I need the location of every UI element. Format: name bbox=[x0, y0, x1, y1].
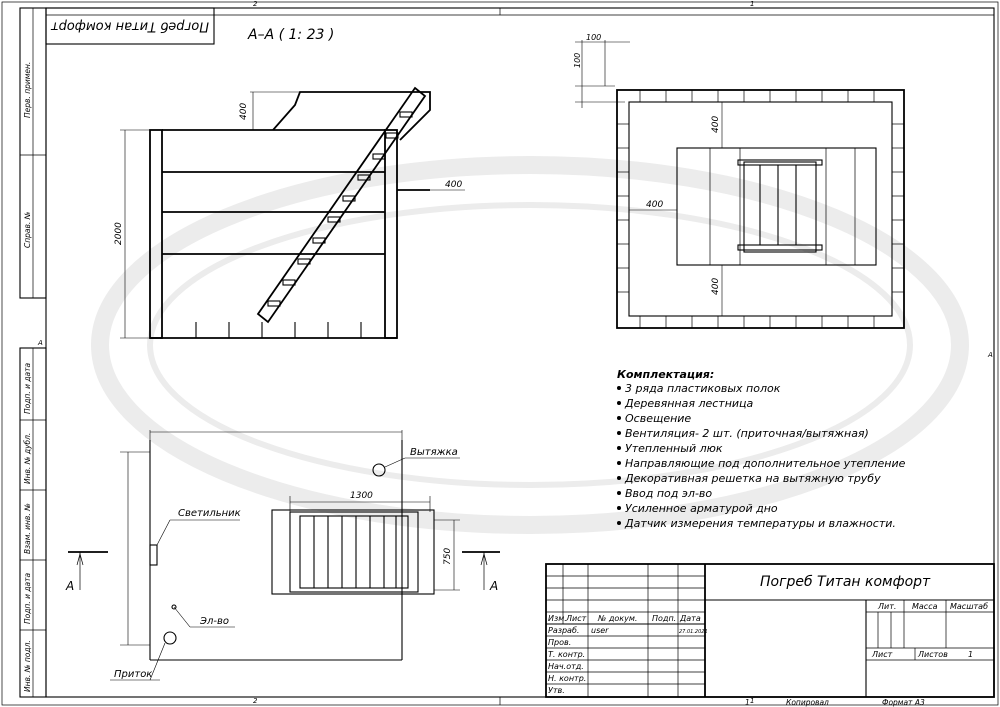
side-strip: Перв. примен. Справ. № Подп. и дата Инв.… bbox=[19, 7, 47, 698]
equipment-item: 3 ряда пластиковых полок bbox=[625, 382, 781, 395]
equipment-list: Комплектация: 3 ряда пластиковых полок Д… bbox=[617, 368, 906, 530]
strip-cell-perv-primen: Перв. примен. bbox=[23, 62, 32, 118]
row-utv: Утв. bbox=[548, 686, 565, 695]
callout-power: Эл-во bbox=[199, 616, 229, 627]
equipment-item: Деревянная лестница bbox=[624, 397, 754, 410]
row-developer-name: user bbox=[591, 626, 609, 635]
dim-plan-brick-h: 100 bbox=[573, 53, 582, 68]
strip-cell-podp-data-1: Подп. и дата bbox=[23, 363, 32, 414]
hatch bbox=[271, 509, 435, 595]
row-nachotd: Нач.отд. bbox=[548, 662, 584, 671]
footer-copied: Копировал bbox=[786, 698, 829, 707]
drawing-frame bbox=[45, 7, 995, 698]
zone-bottom-left: 2 bbox=[253, 697, 258, 705]
footer-sheet-no: 1 bbox=[745, 698, 750, 707]
ladder bbox=[256, 86, 427, 324]
dim-plan-left-gap: 400 bbox=[646, 200, 663, 210]
section-label: А–А ( 1: 23 ) bbox=[247, 27, 334, 43]
row-tkontr: Т. контр. bbox=[548, 650, 585, 659]
strip-cell-vzam-inv: Взам. инв. № bbox=[23, 503, 32, 554]
strip-cell-inv-podl: Инв. № подл. bbox=[23, 640, 32, 692]
top-view: 1300 750 А А Вытяжка Светильник Эл-во Пр… bbox=[65, 430, 500, 681]
title-block: Изм. Лист № докум. Подп. Дата Разраб. us… bbox=[545, 563, 995, 698]
mirrored-name-box bbox=[45, 7, 215, 45]
equipment-item: Ввод под эл-во bbox=[625, 487, 712, 500]
equipment-item: Усиленное арматурой дно bbox=[625, 502, 778, 515]
col-sign: Подп. bbox=[652, 614, 676, 623]
equipment-item: Датчик измерения температуры и влажности… bbox=[624, 517, 896, 530]
lit-label: Лит. bbox=[877, 602, 896, 611]
equipment-item: Освещение bbox=[625, 412, 691, 425]
row-nkontr: Н. контр. bbox=[548, 674, 586, 683]
dim-top-view-width: 750 bbox=[443, 548, 453, 565]
equipment-item: Декоративная решетка на вытяжную трубу bbox=[624, 472, 881, 485]
scale-label: Масштаб bbox=[950, 602, 988, 611]
callout-exhaust: Вытяжка bbox=[410, 447, 458, 458]
mirrored-drawing-name: Погреб Титан комфорт bbox=[51, 19, 209, 34]
col-doc: № докум. bbox=[597, 614, 637, 623]
strip-cell-podp-data-2: Подп. и дата bbox=[23, 573, 32, 624]
zone-bottom-right: 1 bbox=[750, 697, 754, 705]
section-view: 400 2000 400 bbox=[114, 86, 465, 339]
equipment-title: Комплектация: bbox=[617, 368, 714, 381]
mass-label: Масса bbox=[912, 602, 938, 611]
strip-cell-sprav: Справ. № bbox=[23, 211, 32, 248]
equipment-item: Вентиляция- 2 шт. (приточная/вытяжная) bbox=[625, 427, 869, 440]
plan-view: 100 100 400 400 400 bbox=[573, 33, 905, 329]
dim-plan-top-gap: 400 bbox=[711, 116, 721, 133]
callout-inflow: Приток bbox=[114, 669, 152, 680]
col-list: Лист bbox=[565, 614, 587, 623]
section-marker-right: А bbox=[489, 579, 498, 593]
dim-plan-bottom-gap: 400 bbox=[711, 278, 721, 295]
row-razrab: Разраб. bbox=[548, 626, 579, 635]
dim-plan-brick-w: 100 bbox=[586, 33, 601, 42]
sheets-value: 1 bbox=[968, 650, 973, 659]
row-date-value: 27.01.2021 bbox=[679, 629, 708, 635]
footer-format: Формат А3 bbox=[882, 698, 925, 707]
zone-top-right: 1 bbox=[750, 0, 754, 8]
col-date: Дата bbox=[679, 614, 701, 623]
col-izm: Изм. bbox=[548, 614, 567, 623]
sheets-label: Листов bbox=[917, 650, 948, 659]
equipment-item: Утепленный люк bbox=[625, 442, 723, 455]
section-marker-left: А bbox=[65, 579, 74, 593]
zone-top-left: 2 bbox=[253, 0, 258, 8]
row-prov: Пров. bbox=[548, 638, 571, 647]
sheet-label: Лист bbox=[871, 650, 893, 659]
callout-lamp: Светильник bbox=[178, 508, 241, 519]
dim-top-view-length: 1300 bbox=[350, 491, 373, 501]
watermark-logo bbox=[91, 156, 969, 534]
title-block-title: Погреб Титан комфорт bbox=[760, 574, 931, 590]
zone-side-right: А bbox=[987, 351, 993, 359]
dim-section-height: 2000 bbox=[114, 222, 124, 245]
dim-section-ladder-offset: 400 bbox=[445, 180, 462, 190]
dim-section-hatch-top: 400 bbox=[239, 103, 249, 120]
zone-side-left: А bbox=[37, 339, 43, 347]
plan-ladder bbox=[737, 159, 823, 253]
strip-cell-inv-dubl: Инв. № дубл. bbox=[23, 433, 32, 484]
equipment-item: Направляющие под дополнительное утеплени… bbox=[625, 457, 906, 470]
